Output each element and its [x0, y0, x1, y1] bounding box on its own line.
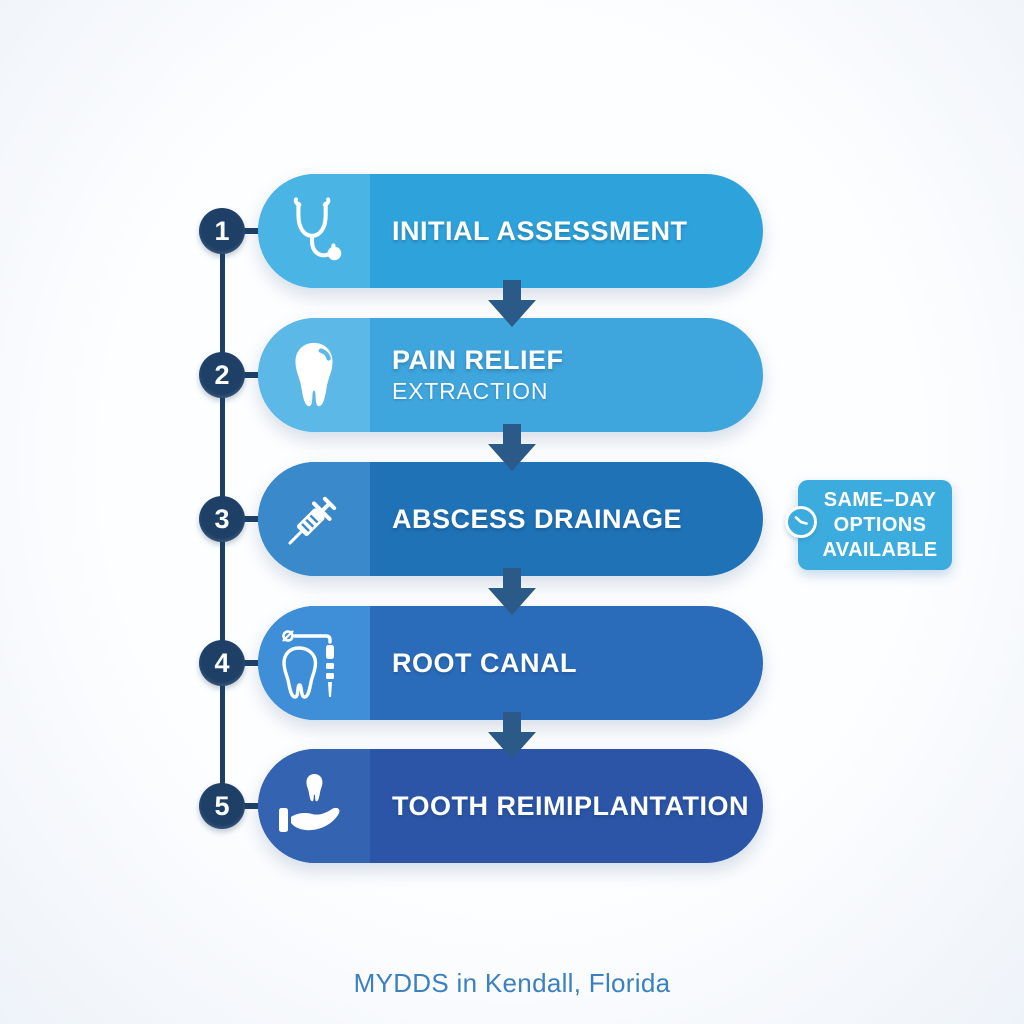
- badge-line: SAME–DAY: [823, 488, 937, 511]
- syringe-icon: [274, 479, 354, 559]
- clock-icon: [785, 506, 817, 538]
- step-subtitle: EXTRACTION: [392, 378, 549, 404]
- step-title: ROOT CANAL: [392, 647, 577, 678]
- hand-holding-tooth-icon: [274, 766, 354, 846]
- timeline-tick: [241, 372, 263, 378]
- step-pill: ROOT CANAL: [258, 606, 763, 720]
- timeline-tick: [241, 516, 263, 522]
- step-text-section: TOOTH REIMIPLANTATION: [370, 749, 763, 863]
- footer: MYDDS in Kendall, Florida: [0, 968, 1024, 999]
- flow-arrow-down-icon: [486, 424, 538, 472]
- step-pill: ABSCESS DRAINAGE: [258, 462, 763, 576]
- timeline-tick: [241, 228, 263, 234]
- step-number-badge-1: 1: [199, 208, 245, 254]
- step-row-abscess-drainage: ABSCESS DRAINAGE: [258, 462, 763, 576]
- step-row-root-canal: ROOT CANAL: [258, 606, 763, 720]
- step-text-section: PAIN RELIEF EXTRACTION: [370, 318, 763, 432]
- step-title: INITIAL ASSESSMENT: [392, 215, 688, 246]
- step-pill: PAIN RELIEF EXTRACTION: [258, 318, 763, 432]
- step-number-badge-4: 4: [199, 640, 245, 686]
- step-title: TOOTH REIMIPLANTATION: [392, 790, 749, 821]
- step-text-section: ABSCESS DRAINAGE: [370, 462, 763, 576]
- step-number-badge-5: 5: [199, 783, 245, 829]
- step-icon-section: [258, 749, 370, 863]
- step-text-section: INITIAL ASSESSMENT: [370, 174, 763, 288]
- step-number: 3: [214, 503, 230, 534]
- step-pill: TOOTH REIMIPLANTATION: [258, 749, 763, 863]
- step-title: PAIN RELIEF: [392, 345, 564, 375]
- step-pill: INITIAL ASSESSMENT: [258, 174, 763, 288]
- flow-arrow-down-icon: [486, 568, 538, 616]
- step-row-pain-relief-extraction: PAIN RELIEF EXTRACTION: [258, 318, 763, 432]
- footer-caption: MYDDS in Kendall, Florida: [353, 968, 671, 998]
- badge-line: OPTIONS: [833, 513, 927, 536]
- step-icon-section: [258, 462, 370, 576]
- step-number-badge-2: 2: [199, 352, 245, 398]
- step-number: 2: [214, 359, 230, 390]
- step-number-badge-3: 3: [199, 496, 245, 542]
- stethoscope-icon: [278, 195, 350, 267]
- flow-arrow-down-icon: [486, 280, 538, 328]
- step-icon-section: [258, 606, 370, 720]
- step-title: ABSCESS DRAINAGE: [392, 503, 683, 534]
- step-row-tooth-reimplantation: TOOTH REIMIPLANTATION: [258, 749, 763, 863]
- step-icon-section: [258, 174, 370, 288]
- root-canal-tooth-icon: [274, 623, 354, 703]
- step-icon-section: [258, 318, 370, 432]
- step-number: 5: [214, 790, 230, 821]
- step-row-initial-assessment: INITIAL ASSESSMENT: [258, 174, 763, 288]
- timeline-tick: [241, 660, 263, 666]
- step-number: 4: [214, 647, 230, 678]
- badge-line: AVAILABLE: [822, 538, 938, 561]
- timeline-tick: [241, 803, 263, 809]
- same-day-options-badge: SAME–DAY OPTIONS AVAILABLE: [798, 480, 952, 570]
- flow-arrow-down-icon: [486, 712, 538, 760]
- step-number: 1: [214, 215, 230, 246]
- step-text-section: ROOT CANAL: [370, 606, 763, 720]
- tooth-icon: [282, 336, 346, 414]
